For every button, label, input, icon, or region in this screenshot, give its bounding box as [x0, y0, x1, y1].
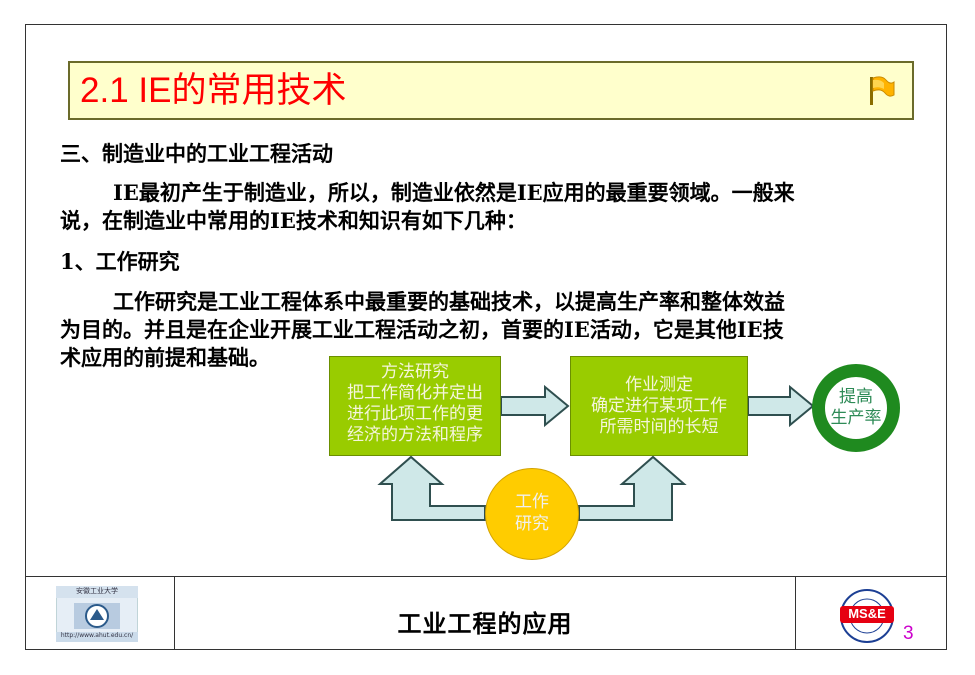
measure-box-line-2: 所需时间的长短 — [599, 417, 719, 437]
method-box-line-1: 把工作简化并定出 — [347, 383, 483, 403]
title-bar: 2.1 IE的常用技术 — [68, 61, 914, 120]
section-heading: 三、制造业中的工业工程活动 — [60, 141, 333, 166]
paragraph-1-line-2: 说，在制造业中常用的IE技术和知识有如下几种： — [60, 208, 527, 233]
arrow-measure-to-goal — [747, 384, 815, 428]
method-box-line-3: 经济的方法和程序 — [347, 425, 483, 445]
productivity-circle: 提高 生产率 — [812, 364, 900, 452]
work-measurement-box: 作业测定 确定进行某项工作 所需时间的长短 — [570, 356, 748, 456]
university-logo — [56, 586, 138, 642]
mse-logo-label: MS&E — [848, 606, 886, 621]
footer-divider — [25, 576, 947, 577]
slide-frame — [25, 24, 947, 650]
method-box-line-2: 进行此项工作的更 — [347, 404, 483, 424]
work-study-diagram: 方法研究 把工作简化并定出 进行此项工作的更 经济的方法和程序 作业测定 确定进… — [320, 350, 920, 580]
goal-line-1: 提高 — [839, 387, 873, 407]
work-line-1: 工作 — [515, 492, 549, 512]
method-study-box: 方法研究 把工作简化并定出 进行此项工作的更 经济的方法和程序 — [329, 356, 501, 456]
measure-box-title: 作业测定 — [625, 375, 693, 395]
measure-box-line-1: 确定进行某项工作 — [591, 396, 727, 416]
paragraph-2-line-3: 术应用的前提和基础。 — [60, 345, 270, 370]
work-line-2: 研究 — [515, 514, 549, 534]
work-study-circle: 工作 研究 — [485, 468, 579, 560]
paragraph-2-line-1: 工作研究是工业工程体系中最重要的基础技术，以提高生产率和整体效益 — [113, 289, 785, 314]
page-number: 3 — [903, 623, 914, 644]
paragraph-1-line-1: IE最初产生于制造业，所以，制造业依然是IE应用的最重要领域。一般来 — [113, 180, 795, 205]
university-logo-name: 安徽工业大学 — [76, 587, 118, 595]
mse-logo — [840, 589, 894, 643]
footer-divider-left — [174, 576, 175, 650]
goal-line-2: 生产率 — [830, 408, 882, 428]
arrow-work-to-method — [377, 455, 486, 521]
footer-title: 工业工程的应用 — [397, 610, 573, 638]
flag-icon[interactable] — [862, 73, 898, 109]
arrow-work-to-measure — [578, 455, 687, 521]
university-logo-url: http://www.ahut.edu.cn/ — [60, 632, 134, 639]
footer-divider-right — [795, 576, 796, 650]
paragraph-2-line-2: 为目的。并且是在企业开展工业工程活动之初，首要的IE活动，它是其他IE技 — [60, 317, 784, 342]
arrow-method-to-measure — [500, 384, 570, 428]
slide-title: 2.1 IE的常用技术 — [80, 71, 347, 110]
subheading: 1、工作研究 — [60, 249, 180, 274]
diagram-arrows — [377, 384, 815, 521]
method-box-title: 方法研究 — [381, 362, 449, 382]
